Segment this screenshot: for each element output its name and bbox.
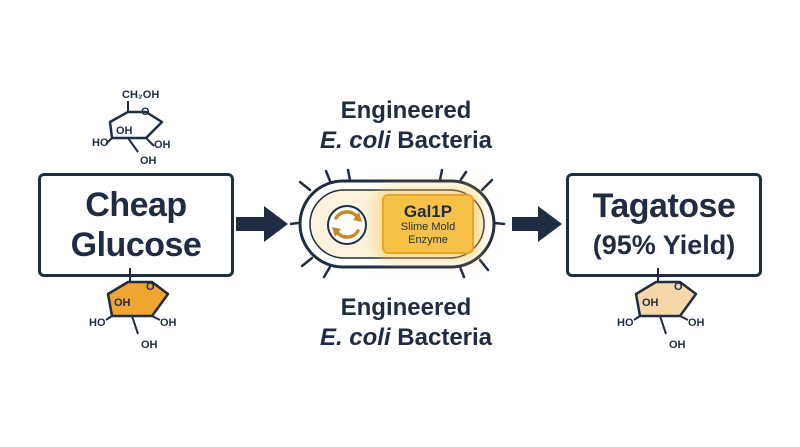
tagatose-box-line2: (95% Yield) — [592, 230, 736, 260]
top-caption-organism: E. coli — [319, 127, 391, 154]
ho-left-label: HO — [92, 137, 109, 149]
ho-left-label: HO — [89, 317, 106, 329]
enzyme-box: Gal1P Slime Mold Enzyme — [382, 194, 474, 254]
recycle-icon — [327, 205, 367, 245]
glucose-ring-bottom: O OH HO OH OH — [89, 268, 177, 351]
tagatose-ring: O OH HO OH OH — [617, 268, 705, 351]
ring-oxygen-label: O — [674, 281, 683, 293]
tagatose-box-line1: Tagatose — [592, 187, 736, 225]
bottom-caption: Engineered E. coli Bacteria — [276, 293, 536, 353]
glucose-box-line2: Glucose — [70, 226, 202, 264]
oh-inner-label: OH — [114, 297, 131, 309]
enzyme-name: Gal1P — [403, 201, 453, 221]
enzyme-type: Enzyme — [408, 233, 448, 246]
oh-bottom-label: OH — [140, 155, 157, 167]
tagatose-box: Tagatose (95% Yield) — [566, 173, 762, 277]
top-caption-line2: E. coli Bacteria — [276, 126, 536, 156]
ho-left-label: HO — [617, 317, 634, 329]
arrow-right-icon — [512, 206, 562, 242]
ring-oxygen-label: O — [141, 106, 150, 118]
bottom-caption-suffix: Bacteria — [390, 324, 493, 351]
glucose-box: Cheap Glucose — [38, 173, 234, 277]
ring-oxygen-label: O — [146, 281, 155, 293]
glucose-box-line1: Cheap — [85, 186, 187, 224]
top-caption: Engineered E. coli Bacteria — [276, 96, 536, 156]
ch2oh-label: CH₂OH — [122, 89, 159, 101]
enzyme-source: Slime Mold — [400, 220, 456, 233]
top-caption-suffix: Bacteria — [390, 127, 493, 154]
oh-bottom-label: OH — [141, 339, 158, 351]
glucose-structure-top: CH₂OH O OH HO OH OH — [92, 89, 171, 167]
oh-inner-label: OH — [642, 297, 659, 309]
bottom-caption-line1: Engineered — [340, 294, 472, 321]
bottom-caption-line2: E. coli Bacteria — [276, 323, 536, 353]
pili — [290, 168, 506, 279]
oh-right-label: OH — [154, 139, 171, 151]
top-caption-line1: Engineered — [340, 97, 472, 124]
bottom-caption-organism: E. coli — [319, 324, 391, 351]
oh-inner-label: OH — [116, 125, 133, 137]
oh-right-label: OH — [688, 317, 705, 329]
oh-right-label: OH — [160, 317, 177, 329]
oh-bottom-label: OH — [669, 339, 686, 351]
arrow-right-icon — [236, 206, 288, 242]
